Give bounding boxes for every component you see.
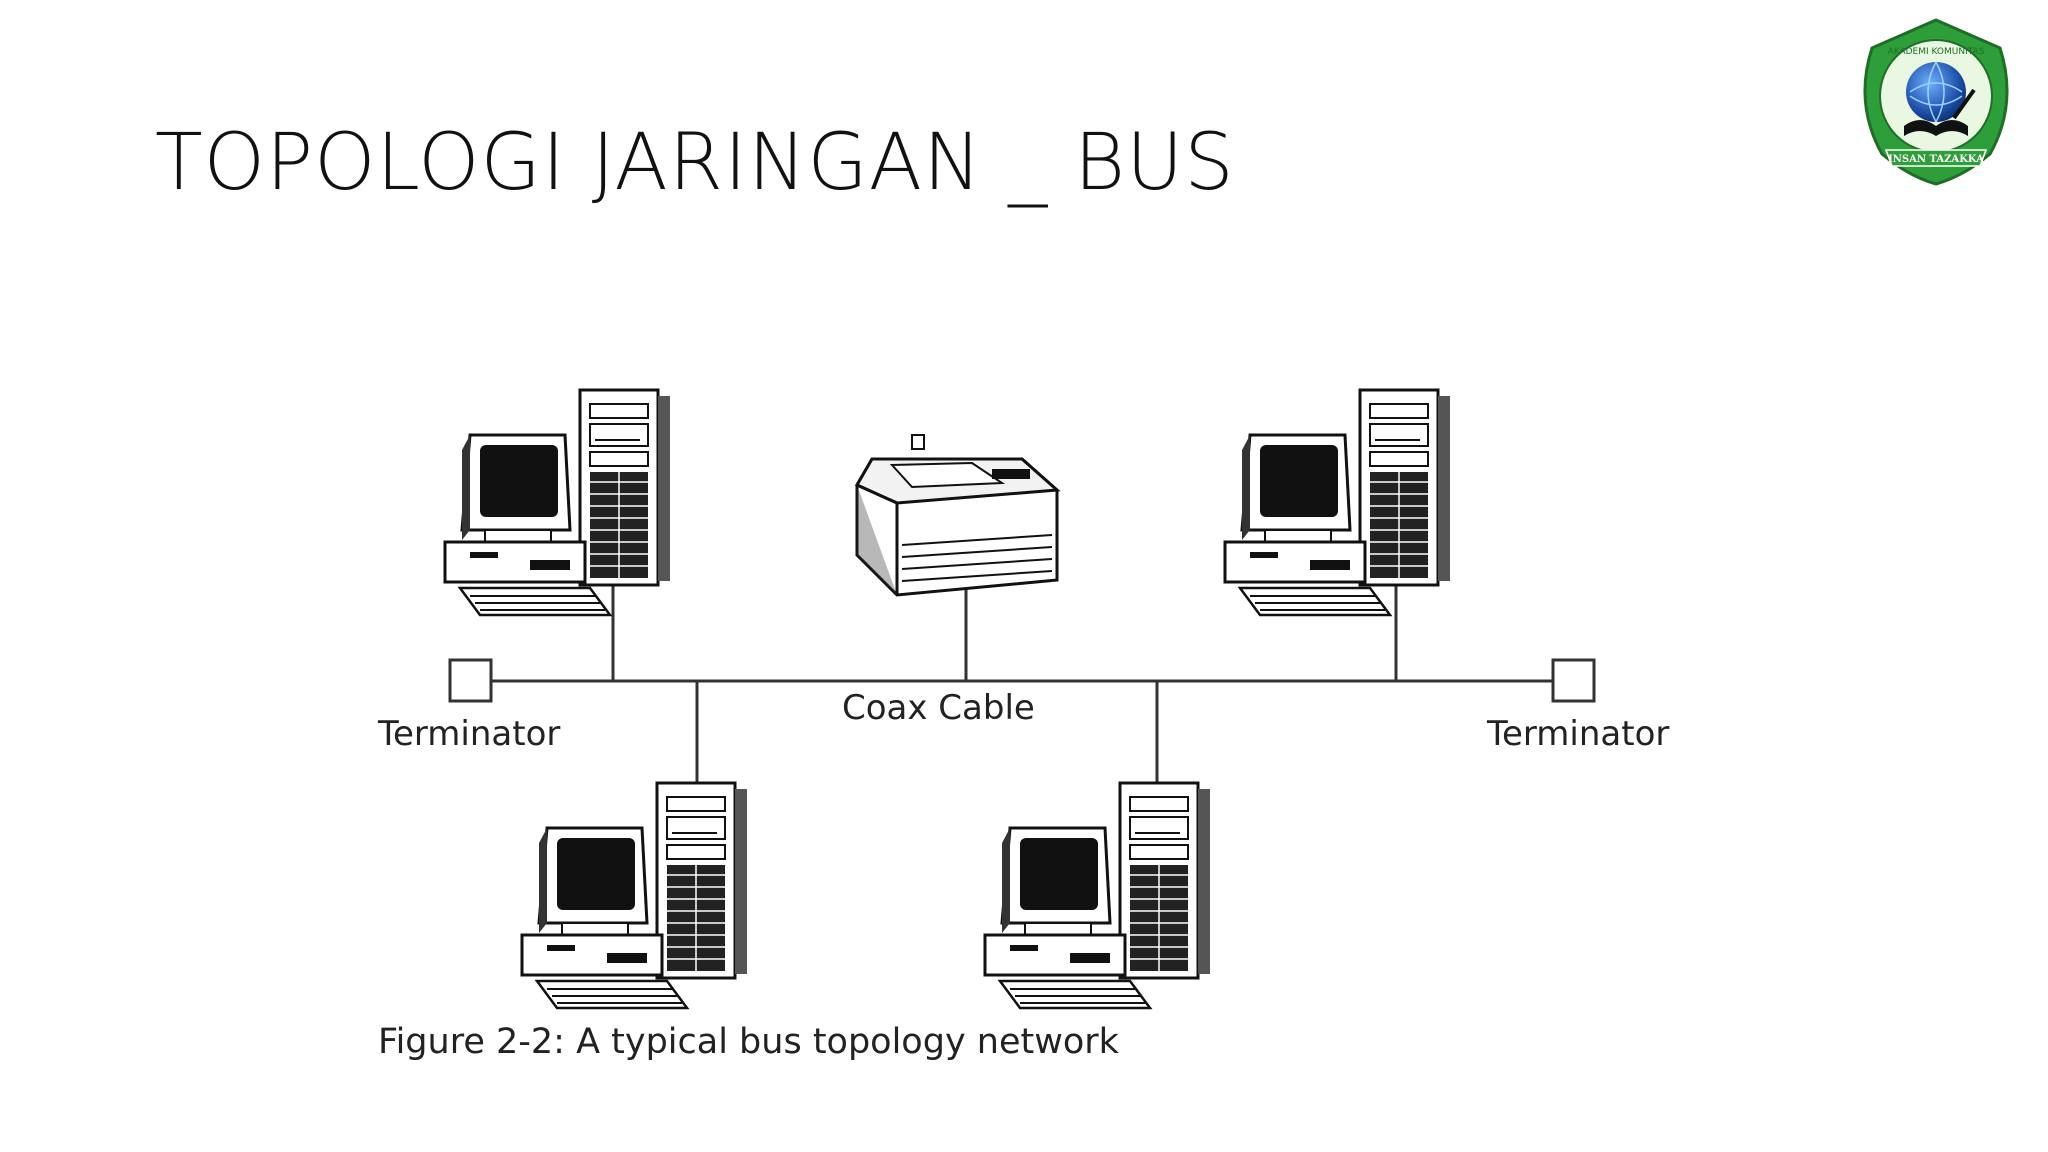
coax-cable-label: Coax Cable (842, 688, 1035, 728)
terminator-left-label: Terminator (378, 714, 561, 754)
computer-bottom-left (520, 781, 749, 1010)
terminator-right-label: Terminator (1487, 714, 1670, 754)
institution-logo: INSAN TAZAKKA AKADEMI KOMUNITAS (1863, 18, 2009, 186)
page-title: TOPOLOGI JARINGAN _ BUS (155, 118, 1235, 208)
figure-caption: Figure 2-2: A typical bus topology netwo… (378, 1022, 1119, 1062)
svg-text:AKADEMI KOMUNITAS: AKADEMI KOMUNITAS (1888, 47, 1985, 57)
printer (854, 434, 1061, 597)
computer-top-left (443, 388, 672, 617)
computer-bottom-right (983, 781, 1212, 1010)
computer-top-right (1223, 388, 1452, 617)
terminator-right (1551, 658, 1596, 703)
terminator-left (448, 658, 493, 703)
svg-text:INSAN TAZAKKA: INSAN TAZAKKA (1888, 154, 1984, 165)
